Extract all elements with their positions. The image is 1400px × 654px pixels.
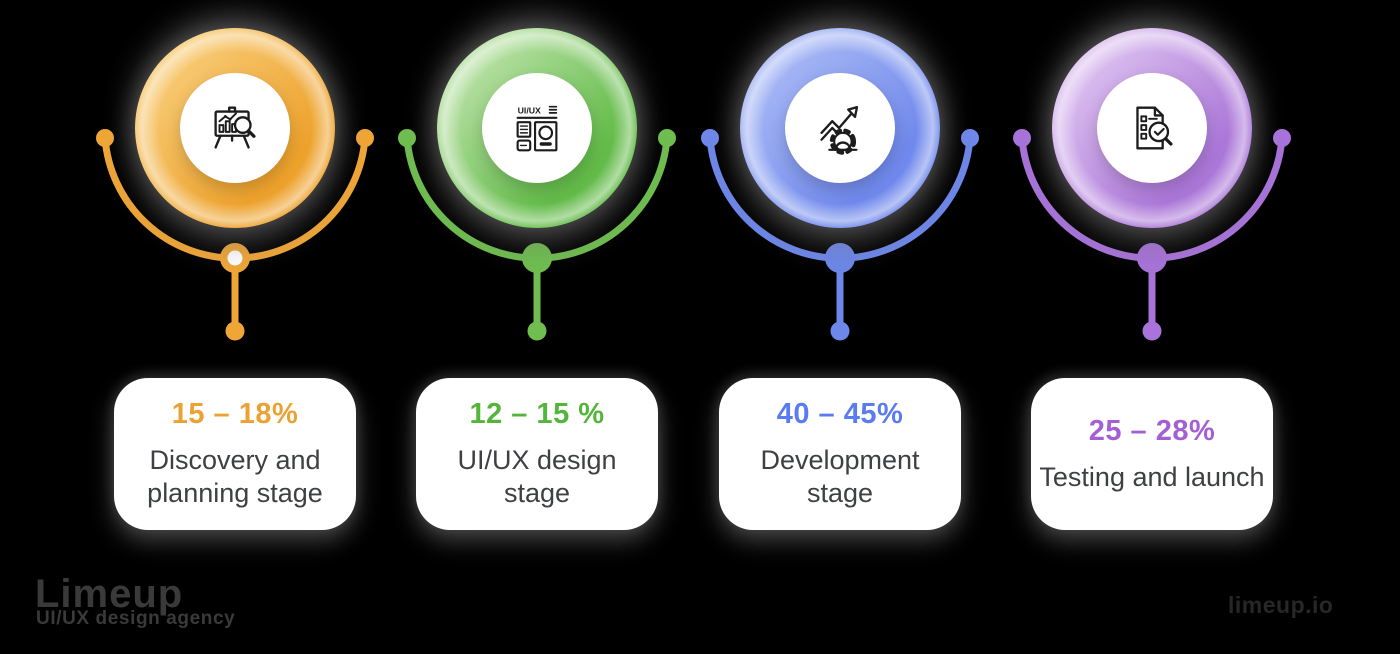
stage-label: Development stage (760, 445, 920, 508)
testing-checklist-magnifier-icon (1136, 106, 1173, 150)
watermark: limeup.io (1228, 592, 1334, 618)
stage-circle (740, 28, 940, 228)
stem-dot (1142, 321, 1162, 341)
stage-percentage: 25 – 28% (1088, 414, 1216, 447)
svg-text:UI/UX: UI/UX (518, 105, 541, 115)
stage-percentage: 40 – 45% (776, 398, 904, 431)
arc-node-dot (1137, 243, 1167, 273)
stage-icon-bubble (1097, 73, 1207, 183)
stage-icon-bubble (785, 73, 895, 183)
stage-circle: UI/UX (437, 28, 637, 228)
stage-card: 15 – 18% Discovery and planning stage (114, 378, 356, 530)
arc-node-ring (220, 243, 250, 273)
stage-card: 12 – 15 % UI/UX design stage (416, 378, 658, 530)
connector-arc (96, 129, 374, 341)
stem-dot (830, 321, 850, 341)
stage-icon-bubble (180, 73, 290, 183)
stage-label: Discovery and planning stage (147, 445, 323, 508)
stage-label: UI/UX design stage (457, 445, 617, 508)
stage-card: 40 – 45% Development stage (719, 378, 961, 530)
stage-circle (135, 28, 335, 228)
brand-logo: Limeup (35, 572, 184, 616)
stage-percentage: 12 – 15 % (469, 398, 605, 431)
connector-arc (701, 129, 979, 341)
presentation-chart-magnifier-icon (214, 106, 256, 149)
stage-card: 25 – 28% Testing and launch (1031, 378, 1273, 530)
growth-arrow-gear-icon (820, 106, 859, 155)
stage-icon-bubble: UI/UX (482, 73, 592, 183)
stage-percentage: 15 – 18% (171, 398, 299, 431)
arc-node-dot (522, 243, 552, 273)
stage-circle (1052, 28, 1252, 228)
connector-arc (1013, 129, 1291, 341)
stage-label: Testing and launch (1039, 461, 1265, 492)
stem-dot (527, 321, 547, 341)
connector-arc (398, 129, 676, 341)
arc-node-dot (825, 243, 855, 273)
uiux-wireframe-icon: UI/UX (516, 105, 558, 152)
brand-tagline: UI/UX design agency (36, 608, 236, 629)
stem-dot (225, 321, 245, 341)
